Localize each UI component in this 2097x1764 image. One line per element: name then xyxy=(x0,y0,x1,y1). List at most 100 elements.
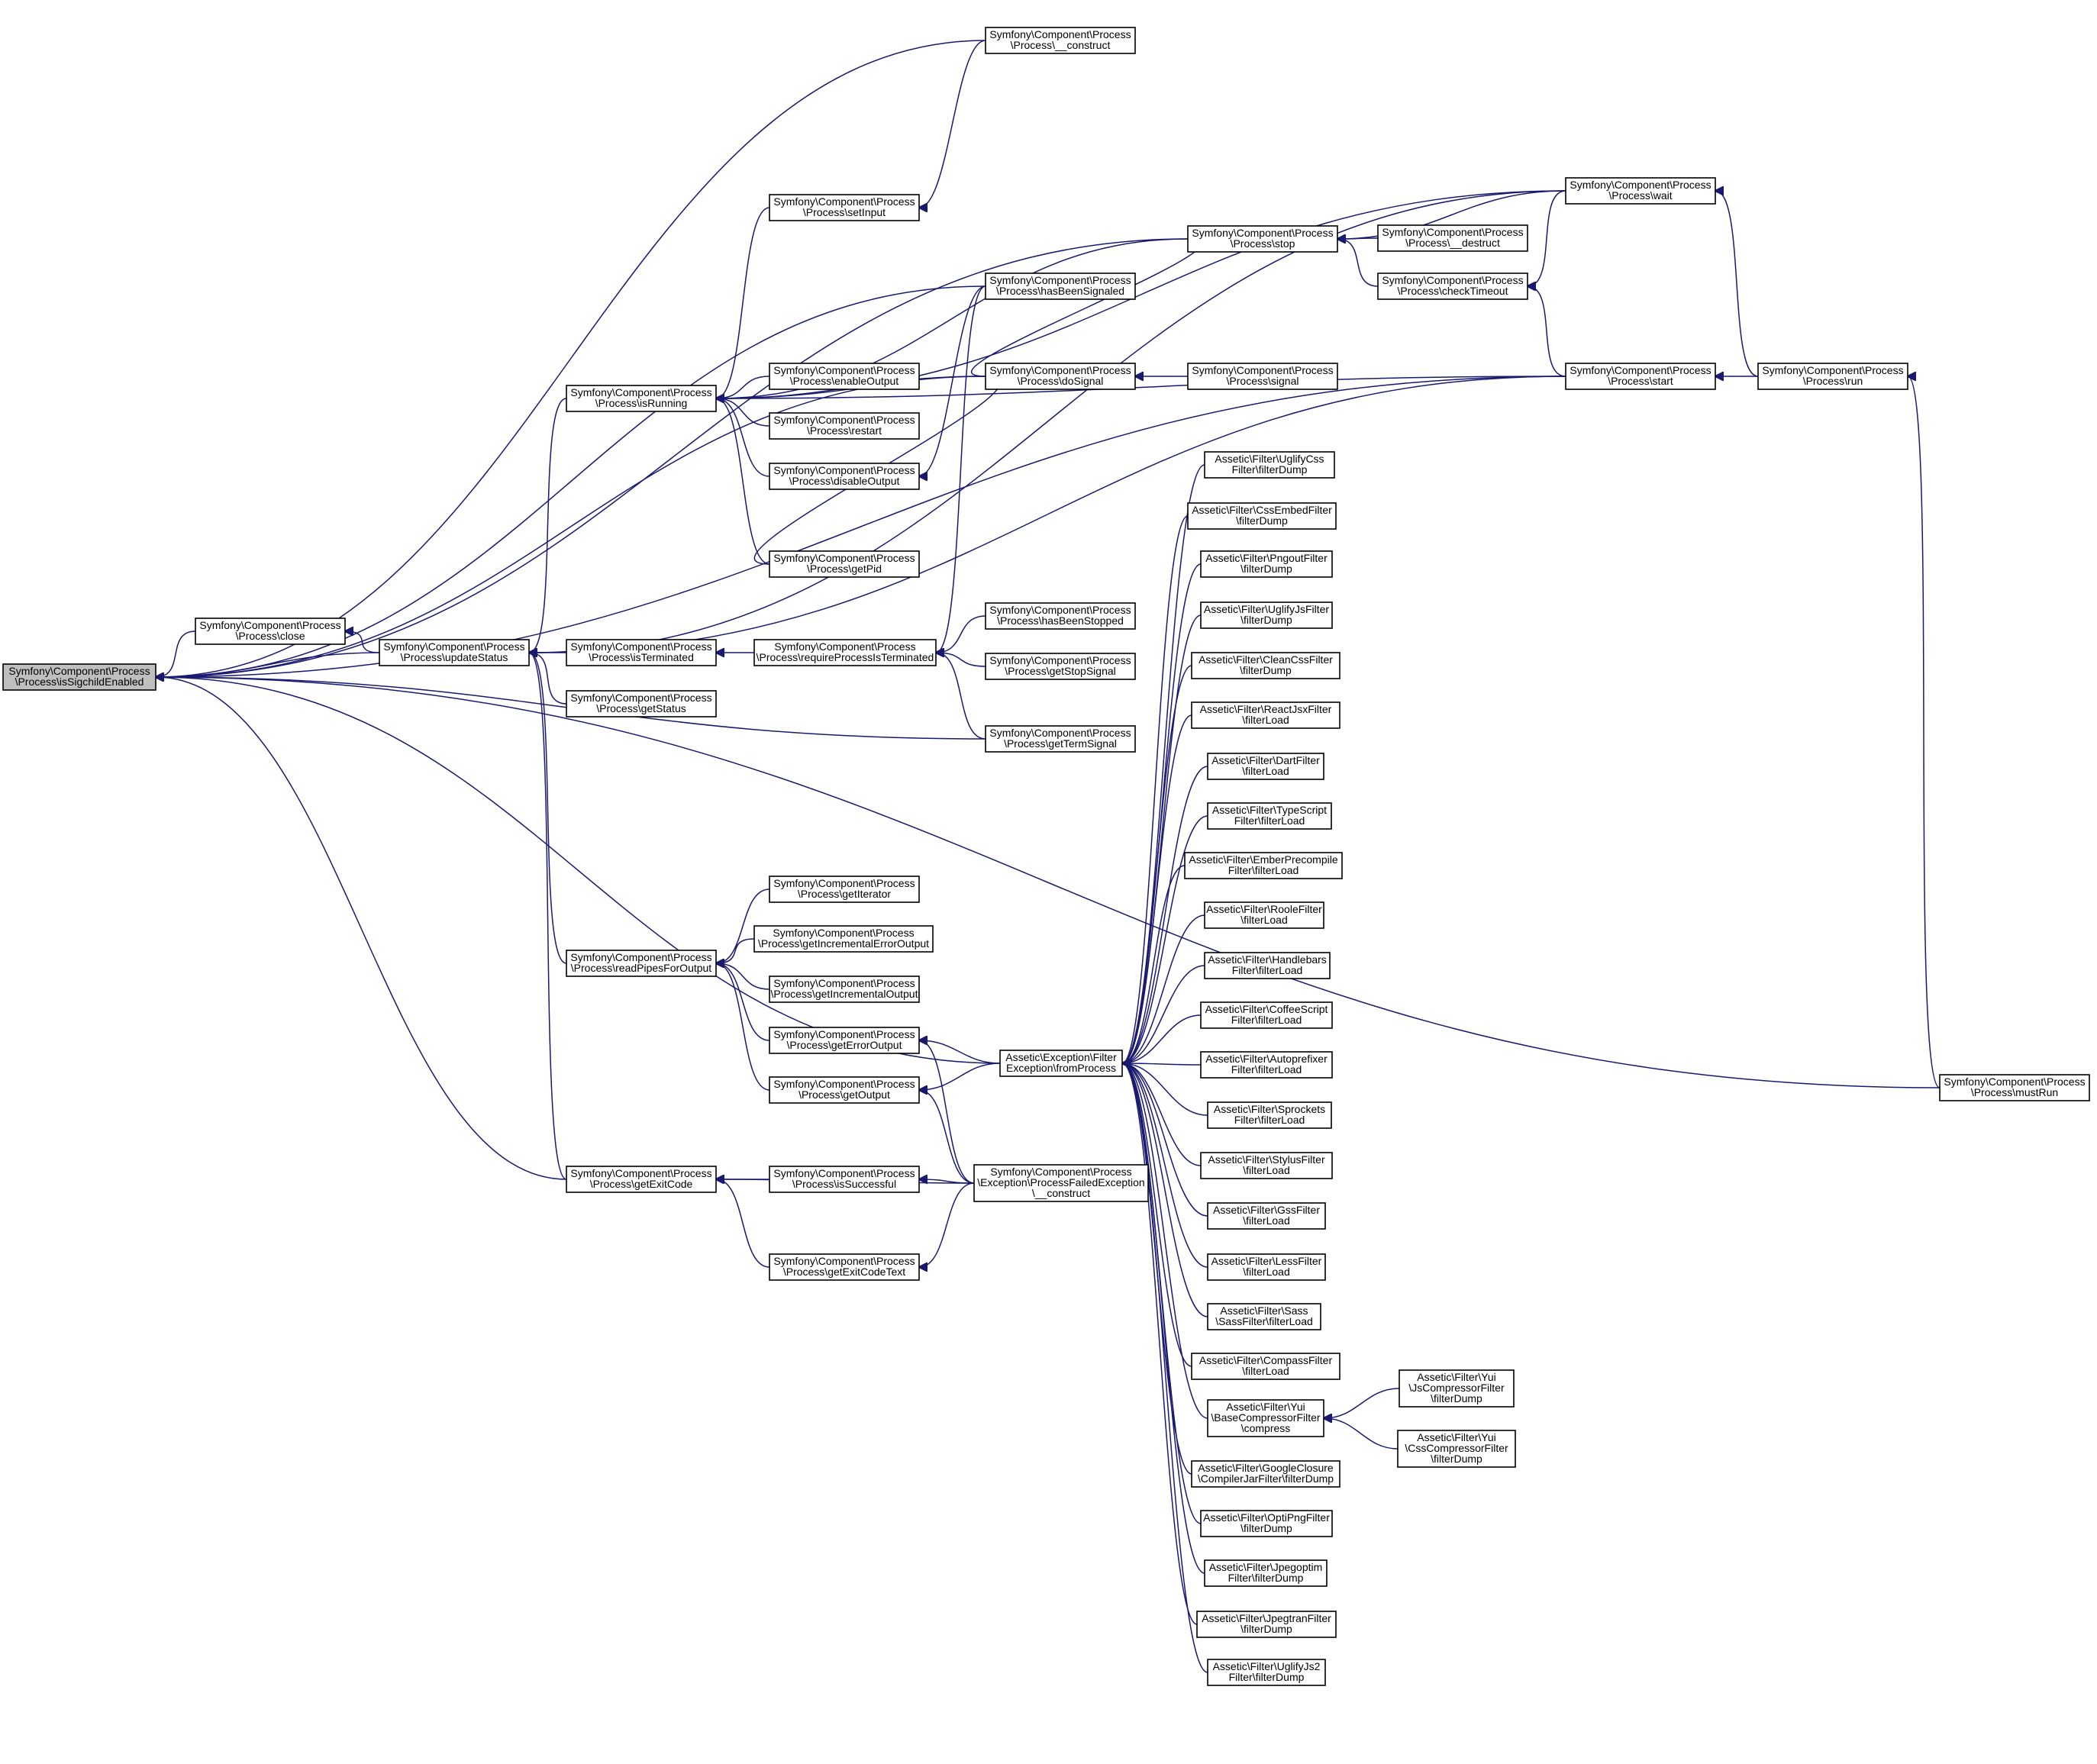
node-label-stop-line-0: Symfony\Component\Process xyxy=(1192,227,1333,239)
node-label-yuiBase-line-0: Assetic\Filter\Yui xyxy=(1226,1401,1305,1413)
node-label-isTerminated-line-0: Symfony\Component\Process xyxy=(570,640,711,653)
call-edge-enableOutput-to-isRunning xyxy=(716,376,770,398)
node-uglifyJs2[interactable]: Assetic\Filter\UglifyJs2Filter\filterDum… xyxy=(1207,1659,1326,1686)
node-updateStatus[interactable]: Symfony\Component\Process\Process\update… xyxy=(379,639,530,666)
node-box-checkTimeout xyxy=(1377,273,1528,300)
node-pfe[interactable]: Symfony\Component\Process\Exception\Proc… xyxy=(973,1164,1149,1202)
node-getTermSignal[interactable]: Symfony\Component\Process\Process\getTer… xyxy=(985,725,1136,753)
node-label-uglifyJs2-line-0: Assetic\Filter\UglifyJs2 xyxy=(1213,1660,1321,1672)
node-label-uglifyCss-line-1: Filter\filterDump xyxy=(1232,463,1308,476)
node-yuiJs[interactable]: Assetic\Filter\Yui\JsCompressorFilter\fi… xyxy=(1399,1369,1515,1408)
node-stylus[interactable]: Assetic\Filter\StylusFilter\filterLoad xyxy=(1200,1152,1333,1179)
node-roole[interactable]: Assetic\Filter\RooleFilter\filterLoad xyxy=(1204,901,1324,929)
call-edge-getIterator-to-readPipes xyxy=(716,888,770,963)
node-uglifyJs[interactable]: Assetic\Filter\UglifyJsFilter\filterDump xyxy=(1200,601,1333,629)
node-getErrOut[interactable]: Symfony\Component\Process\Process\getErr… xyxy=(769,1027,920,1054)
node-label-updateStatus-line-0: Symfony\Component\Process xyxy=(383,640,524,653)
node-getOutput[interactable]: Symfony\Component\Process\Process\getOut… xyxy=(769,1076,920,1104)
node-cleanCss[interactable]: Assetic\Filter\CleanCssFilter\filterDump xyxy=(1191,652,1340,679)
node-root[interactable]: Symfony\Component\Process\Process\isSigc… xyxy=(2,663,156,691)
node-restart[interactable]: Symfony\Component\Process\Process\restar… xyxy=(769,412,920,440)
node-isSuccessful[interactable]: Symfony\Component\Process\Process\isSucc… xyxy=(769,1166,920,1193)
node-construct[interactable]: Symfony\Component\Process\Process\__cons… xyxy=(985,27,1136,54)
node-box-yuiJs xyxy=(1399,1369,1515,1408)
node-getPid[interactable]: Symfony\Component\Process\Process\getPid xyxy=(769,550,920,578)
node-handlebars[interactable]: Assetic\Filter\HandlebarsFilter\filterLo… xyxy=(1204,952,1331,979)
node-gss[interactable]: Assetic\Filter\GssFilter\filterLoad xyxy=(1207,1202,1326,1230)
node-pngout[interactable]: Assetic\Filter\PngoutFilter\filterDump xyxy=(1200,550,1333,578)
node-getStatus[interactable]: Symfony\Component\Process\Process\getSta… xyxy=(566,690,717,718)
node-label-compass-line-1: \filterLoad xyxy=(1242,1365,1289,1377)
node-sass[interactable]: Assetic\Filter\Sass\SassFilter\filterLoa… xyxy=(1207,1303,1321,1330)
node-getExitCode[interactable]: Symfony\Component\Process\Process\getExi… xyxy=(566,1166,717,1193)
node-label-yuiJs-line-2: \filterDump xyxy=(1431,1392,1482,1404)
call-edge-getPid-to-isRunning xyxy=(716,398,770,565)
node-getIncErr[interactable]: Symfony\Component\Process\Process\getInc… xyxy=(753,925,934,953)
node-box-jpegoptim xyxy=(1204,1559,1328,1587)
node-run[interactable]: Symfony\Component\Process\Process\run xyxy=(1757,363,1908,390)
call-edge-pfe-to-getErrOut xyxy=(919,1040,975,1184)
node-box-cleanCss xyxy=(1191,652,1340,679)
node-doSignal[interactable]: Symfony\Component\Process\Process\doSign… xyxy=(985,363,1136,390)
call-edge-construct-to-root xyxy=(156,40,986,677)
node-jpegtran[interactable]: Assetic\Filter\JpegtranFilter\filterDump xyxy=(1196,1611,1337,1638)
node-box-requireTerm xyxy=(753,639,937,666)
node-getExitCodeText[interactable]: Symfony\Component\Process\Process\getExi… xyxy=(769,1253,920,1281)
node-getIncOut[interactable]: Symfony\Component\Process\Process\getInc… xyxy=(769,976,920,1003)
node-typeScript[interactable]: Assetic\Filter\TypeScriptFilter\filterLo… xyxy=(1207,802,1332,830)
node-cssEmbed[interactable]: Assetic\Filter\CssEmbedFilter\filterDump xyxy=(1187,502,1337,530)
node-disableOutput[interactable]: Symfony\Component\Process\Process\disabl… xyxy=(769,463,920,490)
node-start[interactable]: Symfony\Component\Process\Process\start xyxy=(1565,363,1716,390)
node-getStopSignal[interactable]: Symfony\Component\Process\Process\getSto… xyxy=(985,653,1136,680)
node-label-getOutput-line-0: Symfony\Component\Process xyxy=(773,1078,915,1090)
node-coffee[interactable]: Assetic\Filter\CoffeeScriptFilter\filter… xyxy=(1200,1001,1333,1029)
node-closure[interactable]: Assetic\Filter\GoogleClosure\CompilerJar… xyxy=(1191,1460,1340,1488)
node-box-mustRun xyxy=(1939,1074,2090,1101)
node-label-reactJsx-line-1: \filterLoad xyxy=(1242,714,1289,726)
node-less[interactable]: Assetic\Filter\LessFilter\filterLoad xyxy=(1207,1253,1326,1281)
node-isRunning[interactable]: Symfony\Component\Process\Process\isRunn… xyxy=(566,385,717,412)
node-ember[interactable]: Assetic\Filter\EmberPrecompileFilter\fil… xyxy=(1184,852,1343,879)
node-compass[interactable]: Assetic\Filter\CompassFilter\filterLoad xyxy=(1191,1353,1340,1380)
call-edge-getExitCode-to-updateStatus xyxy=(529,653,567,1180)
node-getIterator[interactable]: Symfony\Component\Process\Process\getIte… xyxy=(769,876,920,903)
node-autoprefixer[interactable]: Assetic\Filter\AutoprefixerFilter\filter… xyxy=(1200,1051,1333,1079)
node-box-autoprefixer xyxy=(1200,1051,1333,1079)
node-jpegoptim[interactable]: Assetic\Filter\JpegoptimFilter\filterDum… xyxy=(1204,1559,1328,1587)
node-box-doSignal xyxy=(985,363,1136,390)
node-close[interactable]: Symfony\Component\Process\Process\close xyxy=(195,618,346,645)
node-checkTimeout[interactable]: Symfony\Component\Process\Process\checkT… xyxy=(1377,273,1528,300)
node-destruct[interactable]: Symfony\Component\Process\Process\__dest… xyxy=(1377,224,1528,252)
node-uglifyCss[interactable]: Assetic\Filter\UglifyCssFilter\filterDum… xyxy=(1204,451,1335,479)
node-signal[interactable]: Symfony\Component\Process\Process\signal xyxy=(1187,363,1338,390)
node-label-close-line-0: Symfony\Component\Process xyxy=(199,619,340,631)
node-box-compass xyxy=(1191,1353,1340,1380)
node-yuiBase[interactable]: Assetic\Filter\Yui\BaseCompressorFilter\… xyxy=(1207,1399,1324,1437)
node-label-doSignal-line-1: \Process\doSignal xyxy=(1018,375,1104,387)
node-hasBeenStopped[interactable]: Symfony\Component\Process\Process\hasBee… xyxy=(985,602,1136,630)
node-yuiCss[interactable]: Assetic\Filter\Yui\CssCompressorFilter\f… xyxy=(1397,1430,1516,1468)
node-requireTerm[interactable]: Symfony\Component\Process\Process\requir… xyxy=(753,639,937,666)
node-label-yuiCss-line-2: \filterDump xyxy=(1431,1453,1482,1465)
node-hasBeenSignaled[interactable]: Symfony\Component\Process\Process\hasBee… xyxy=(985,273,1136,300)
node-box-coffee xyxy=(1200,1001,1333,1029)
node-enableOutput[interactable]: Symfony\Component\Process\Process\enable… xyxy=(769,363,920,390)
node-label-getStatus-line-1: \Process\getStatus xyxy=(596,702,686,714)
node-optiPng[interactable]: Assetic\Filter\OptiPngFilter\filterDump xyxy=(1200,1510,1333,1537)
node-box-construct xyxy=(985,27,1136,54)
node-dart[interactable]: Assetic\Filter\DartFilter\filterLoad xyxy=(1207,753,1324,780)
node-label-dart-line-1: \filterLoad xyxy=(1242,765,1289,777)
node-label-getPid-line-1: \Process\getPid xyxy=(807,563,882,575)
node-sprockets[interactable]: Assetic\Filter\SprocketsFilter\filterLoa… xyxy=(1207,1101,1332,1129)
node-box-root xyxy=(2,663,156,691)
node-readPipes[interactable]: Symfony\Component\Process\Process\readPi… xyxy=(566,950,717,977)
node-stop[interactable]: Symfony\Component\Process\Process\stop xyxy=(1187,225,1338,253)
node-isTerminated[interactable]: Symfony\Component\Process\Process\isTerm… xyxy=(566,639,717,666)
node-setInput[interactable]: Symfony\Component\Process\Process\setInp… xyxy=(769,194,920,221)
call-edge-getTermSignal-to-requireTerm xyxy=(936,653,986,740)
call-edge-restart-to-isRunning xyxy=(716,398,770,427)
node-mustRun[interactable]: Symfony\Component\Process\Process\mustRu… xyxy=(1939,1074,2090,1101)
node-wait[interactable]: Symfony\Component\Process\Process\wait xyxy=(1565,177,1716,205)
node-reactJsx[interactable]: Assetic\Filter\ReactJsxFilter\filterLoad xyxy=(1191,701,1340,729)
node-fromProcess[interactable]: Assetic\Exception\FilterException\fromPr… xyxy=(999,1050,1123,1077)
